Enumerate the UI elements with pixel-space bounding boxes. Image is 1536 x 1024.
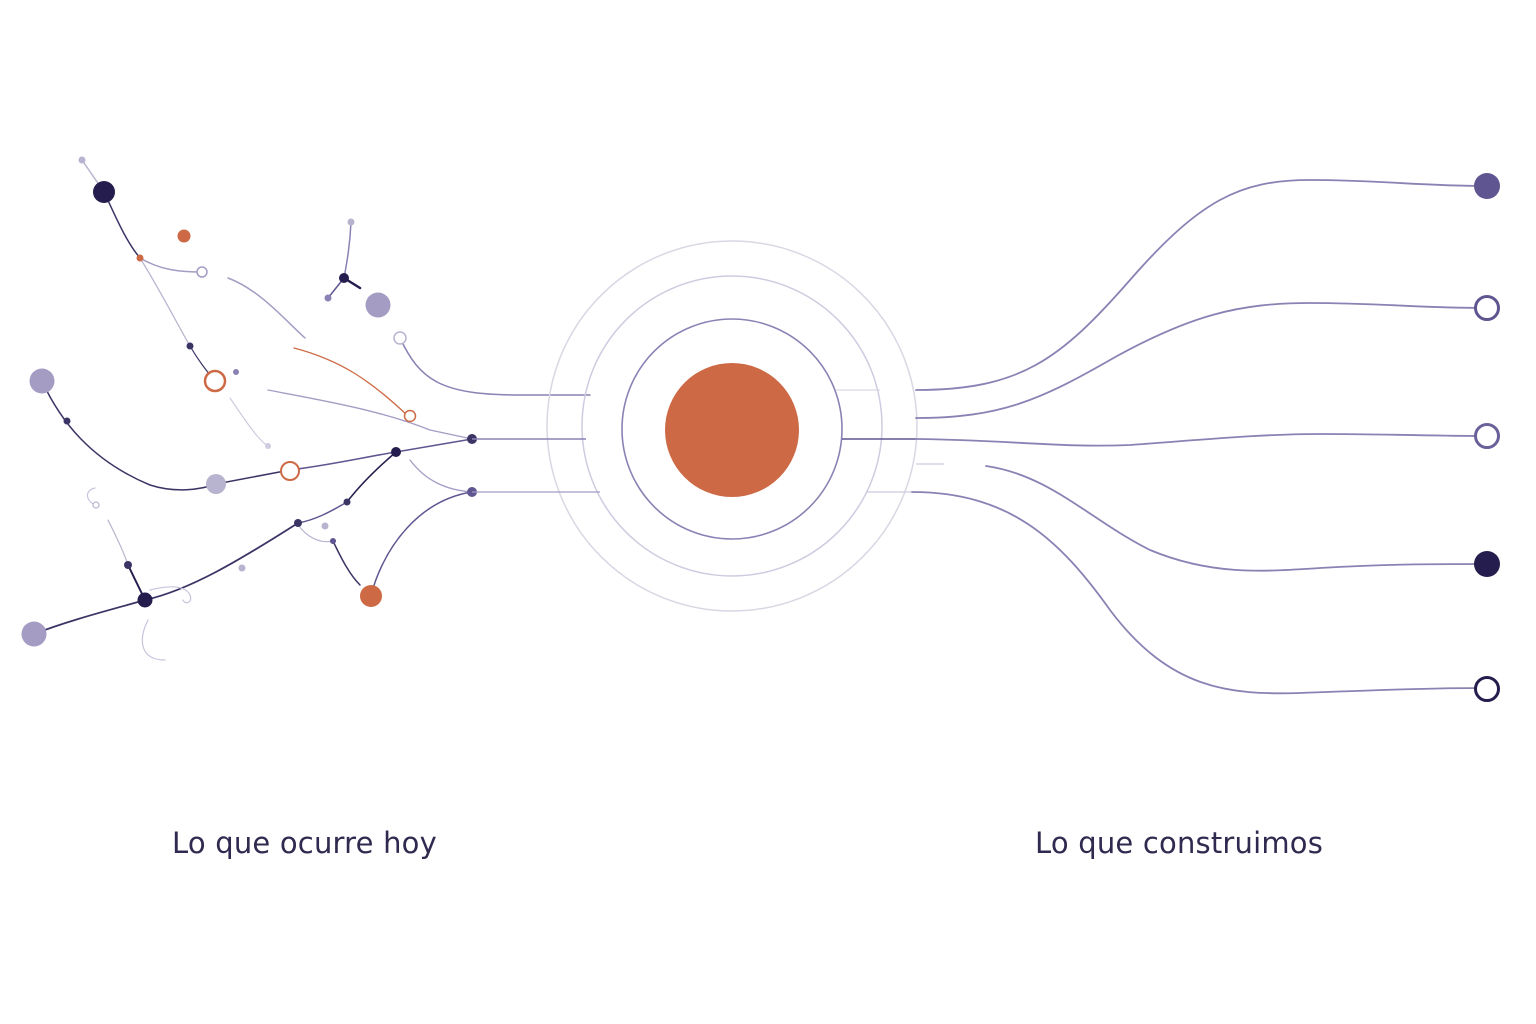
node xyxy=(391,447,401,457)
output-nodes xyxy=(1474,173,1500,702)
edge xyxy=(103,191,141,259)
node xyxy=(186,342,194,350)
node xyxy=(136,254,144,262)
edge xyxy=(399,337,591,396)
node xyxy=(343,498,351,506)
node xyxy=(403,409,417,423)
node xyxy=(78,156,86,164)
node xyxy=(330,538,336,544)
node xyxy=(196,266,208,278)
output-line-3 xyxy=(915,433,1488,447)
edge xyxy=(215,469,291,485)
node xyxy=(324,294,332,302)
node xyxy=(365,292,391,318)
node xyxy=(347,218,355,226)
node xyxy=(393,331,407,345)
node xyxy=(124,561,132,569)
inner-ring xyxy=(621,318,843,540)
edge xyxy=(41,380,217,491)
edge xyxy=(343,221,352,279)
node xyxy=(294,519,302,527)
outer-ring xyxy=(546,240,918,612)
node xyxy=(233,369,239,375)
edge xyxy=(139,257,203,273)
edge xyxy=(409,459,473,493)
output-node-3 xyxy=(1474,423,1500,449)
edge xyxy=(144,522,299,601)
caption-today: Lo que ocurre hoy xyxy=(172,826,437,860)
edge xyxy=(297,501,348,524)
chaotic-nodes xyxy=(21,156,477,647)
edge xyxy=(332,540,361,586)
caption-what-we-build: Lo que construimos xyxy=(1035,826,1324,860)
output-line-2 xyxy=(915,302,1488,419)
output-line-1 xyxy=(915,179,1488,391)
edge xyxy=(267,389,473,440)
edge xyxy=(293,347,409,417)
edge xyxy=(107,519,129,566)
edge xyxy=(370,491,473,596)
output-node-4 xyxy=(1474,551,1500,577)
node xyxy=(265,443,271,449)
node xyxy=(177,229,191,243)
node xyxy=(280,461,300,481)
node xyxy=(137,592,153,608)
edge xyxy=(227,277,306,339)
output-line-4 xyxy=(985,465,1488,572)
node xyxy=(93,181,115,203)
edge xyxy=(139,257,191,347)
node xyxy=(238,564,246,572)
node xyxy=(206,474,226,494)
output-node-1 xyxy=(1474,173,1500,199)
node xyxy=(92,501,100,509)
edge xyxy=(33,599,146,635)
output-node-2 xyxy=(1474,295,1500,321)
edge xyxy=(141,619,166,661)
output-line-5 xyxy=(911,491,1488,695)
chaotic-network xyxy=(33,159,591,661)
node xyxy=(29,368,55,394)
edge xyxy=(346,451,397,503)
node xyxy=(321,522,329,530)
organized-lines xyxy=(911,179,1488,695)
node xyxy=(21,621,47,647)
core-center xyxy=(665,363,799,497)
output-node-5 xyxy=(1474,676,1500,702)
edge xyxy=(149,586,192,604)
middle-ring xyxy=(581,275,883,577)
node xyxy=(360,585,382,607)
core xyxy=(472,240,944,612)
edge xyxy=(229,397,269,447)
node xyxy=(203,369,227,393)
node xyxy=(63,417,71,425)
node xyxy=(339,273,349,283)
